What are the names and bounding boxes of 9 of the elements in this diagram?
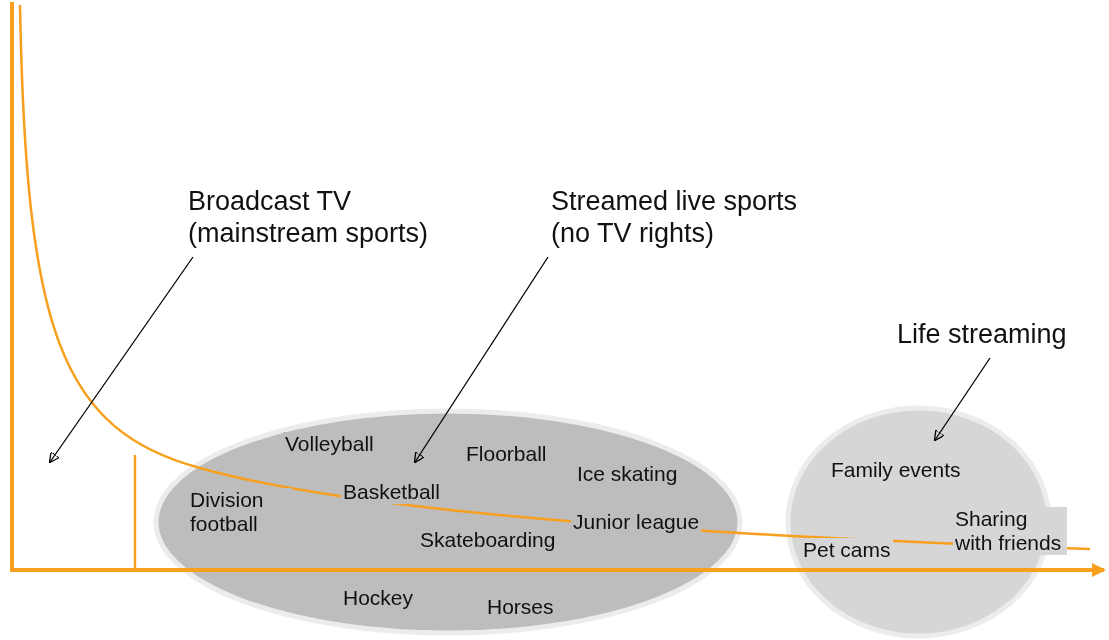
callout-text: Life streaming [897,318,1107,350]
leader-arrow [48,256,194,464]
category-ellipse [153,408,743,636]
callout-text: Broadcast TV (mainstream sports) [188,185,478,249]
item-label: Volleyball [283,432,376,456]
leader-arrow [933,357,991,442]
item-label: Sharing with friends [953,507,1067,555]
callout-text: Streamed live sports (no TV rights) [551,185,841,249]
leader-arrow [413,256,549,464]
